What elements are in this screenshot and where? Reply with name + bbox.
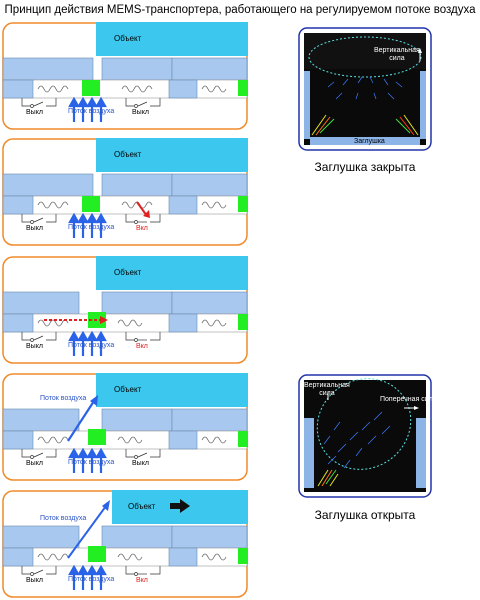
switch-off-label: Выкл: [26, 343, 43, 350]
switch-off-label: Выкл: [26, 225, 43, 232]
airflow-label: Поток воздуха: [68, 224, 115, 231]
vertical-force-label: Вертикальная сила: [374, 47, 420, 62]
caption-plug-closed: Заглушка закрыта: [314, 160, 416, 174]
airflow-label: Поток воздуха: [68, 576, 115, 583]
stage-2-diagram: [2, 138, 248, 246]
caption-plug-open: Заглушка открыта: [314, 508, 416, 522]
stage-3-diagram: [2, 256, 248, 364]
object-label: Объект: [114, 268, 142, 277]
airflow-label-upper: Поток воздуха: [40, 395, 87, 402]
stage-4-panel: Объект Поток воздуха Выкл Поток воздуха …: [2, 373, 248, 481]
stage-2-panel: Объект Выкл Поток воздуха Вкл: [2, 138, 248, 246]
simulation-plug-closed: Вертикальная сила Заглушка: [298, 27, 432, 151]
switch-off-label: Выкл: [26, 109, 43, 116]
airflow-label-upper: Поток воздуха: [40, 515, 87, 522]
object-label: Объект: [128, 502, 156, 511]
switch-on-label: Вкл: [136, 577, 148, 584]
flow-field-open: [298, 374, 432, 498]
vertical-force-label: Вертикальная сила: [304, 382, 350, 397]
lateral-force-label: Поперечная сила: [380, 396, 437, 403]
switch-off-label: Выкл: [132, 460, 149, 467]
switch-off-label: Выкл: [26, 460, 43, 467]
flow-field-closed: [298, 27, 432, 151]
stage-5-diagram: [2, 490, 248, 598]
airflow-label: Поток воздуха: [68, 459, 115, 466]
stage-4-diagram: [2, 373, 248, 481]
airflow-label: Поток воздуха: [68, 342, 115, 349]
stage-5-panel: Объект Поток воздуха Выкл Поток воздуха …: [2, 490, 248, 598]
stage-3-panel: Объект Выкл Поток воздуха Вкл: [2, 256, 248, 364]
stage-1-diagram: [2, 22, 248, 130]
switch-on-label: Вкл: [136, 225, 148, 232]
plug-label: Заглушка: [354, 138, 385, 145]
switch-on-label: Вкл: [136, 343, 148, 350]
page-title: Принцип действия MEMS-транспортера, рабо…: [4, 4, 476, 16]
object-label: Объект: [114, 150, 142, 159]
object-label: Объект: [114, 385, 142, 394]
airflow-label: Поток воздуха: [68, 108, 115, 115]
stage-1-panel: Объект Выкл Поток воздуха Выкл: [2, 22, 248, 130]
simulation-plug-open: Вертикальная сила Поперечная сила: [298, 374, 437, 498]
object-label: Объект: [114, 34, 142, 43]
switch-off-label: Выкл: [132, 109, 149, 116]
switch-off-label: Выкл: [26, 577, 43, 584]
